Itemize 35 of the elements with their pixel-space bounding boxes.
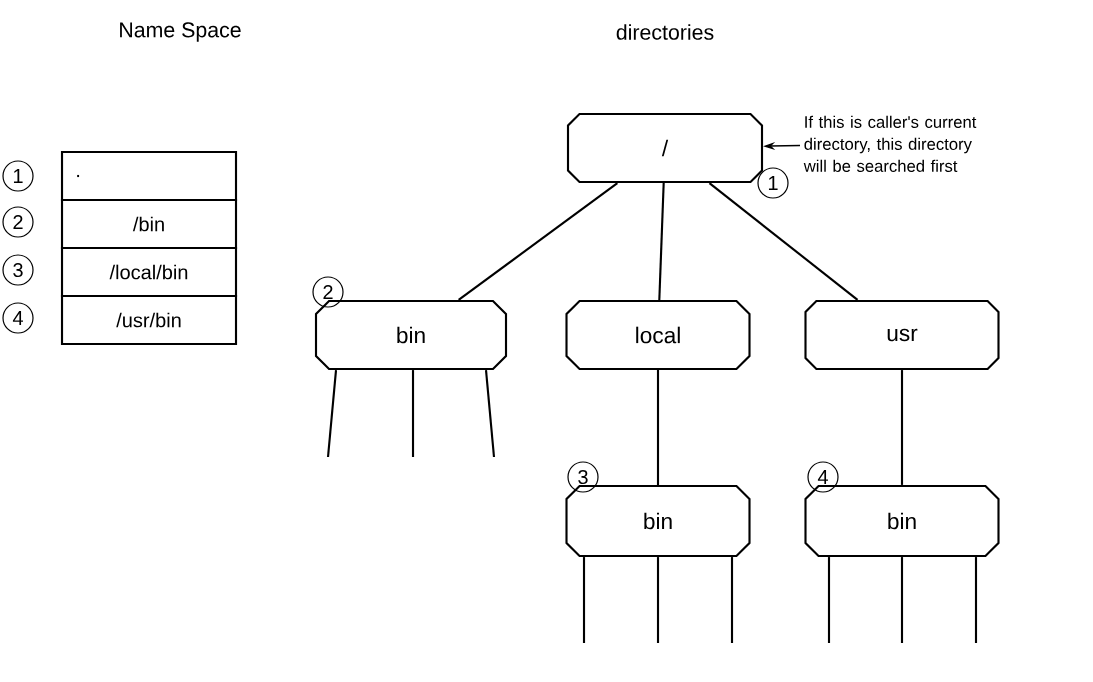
table-cell: . [60, 150, 238, 202]
directory-box: bin [314, 299, 508, 371]
connector-line [900, 370, 904, 485]
directory-box: bin [804, 484, 1000, 558]
connector-line [900, 557, 904, 643]
circled-number: 3 [2, 254, 34, 286]
directory-box: / [566, 112, 764, 184]
directory-box: usr [804, 299, 1000, 371]
heading: Name Space [120, 22, 241, 42]
directory-box: bin [565, 484, 751, 558]
connector-line [827, 557, 831, 643]
connector-line [484, 369, 496, 458]
connector-line [730, 557, 734, 643]
circled-number: 4 [2, 302, 34, 334]
table-cell: /bin [60, 198, 238, 250]
circled-number: 2 [312, 276, 344, 308]
directory-box: local [565, 299, 751, 371]
heading: directories [616, 24, 714, 40]
circled-number: 4 [807, 461, 839, 493]
connector-line [658, 183, 665, 300]
connector-line [656, 557, 660, 643]
connector-line [582, 557, 586, 643]
connector-line [458, 182, 618, 301]
table-cell: /local/bin [60, 246, 238, 298]
connector-line [326, 369, 338, 458]
circled-number: 3 [567, 461, 599, 493]
connector-line [411, 370, 415, 457]
connector-line [656, 370, 660, 485]
circled-number: 2 [2, 206, 34, 238]
table-cell: /usr/bin [60, 294, 238, 346]
annotation: If this is caller's current directory, this directory will be searched first [803, 115, 977, 172]
connector-line [708, 182, 859, 301]
connector-line [974, 557, 978, 643]
circled-number: 1 [2, 160, 34, 192]
circled-number: 1 [757, 167, 789, 199]
